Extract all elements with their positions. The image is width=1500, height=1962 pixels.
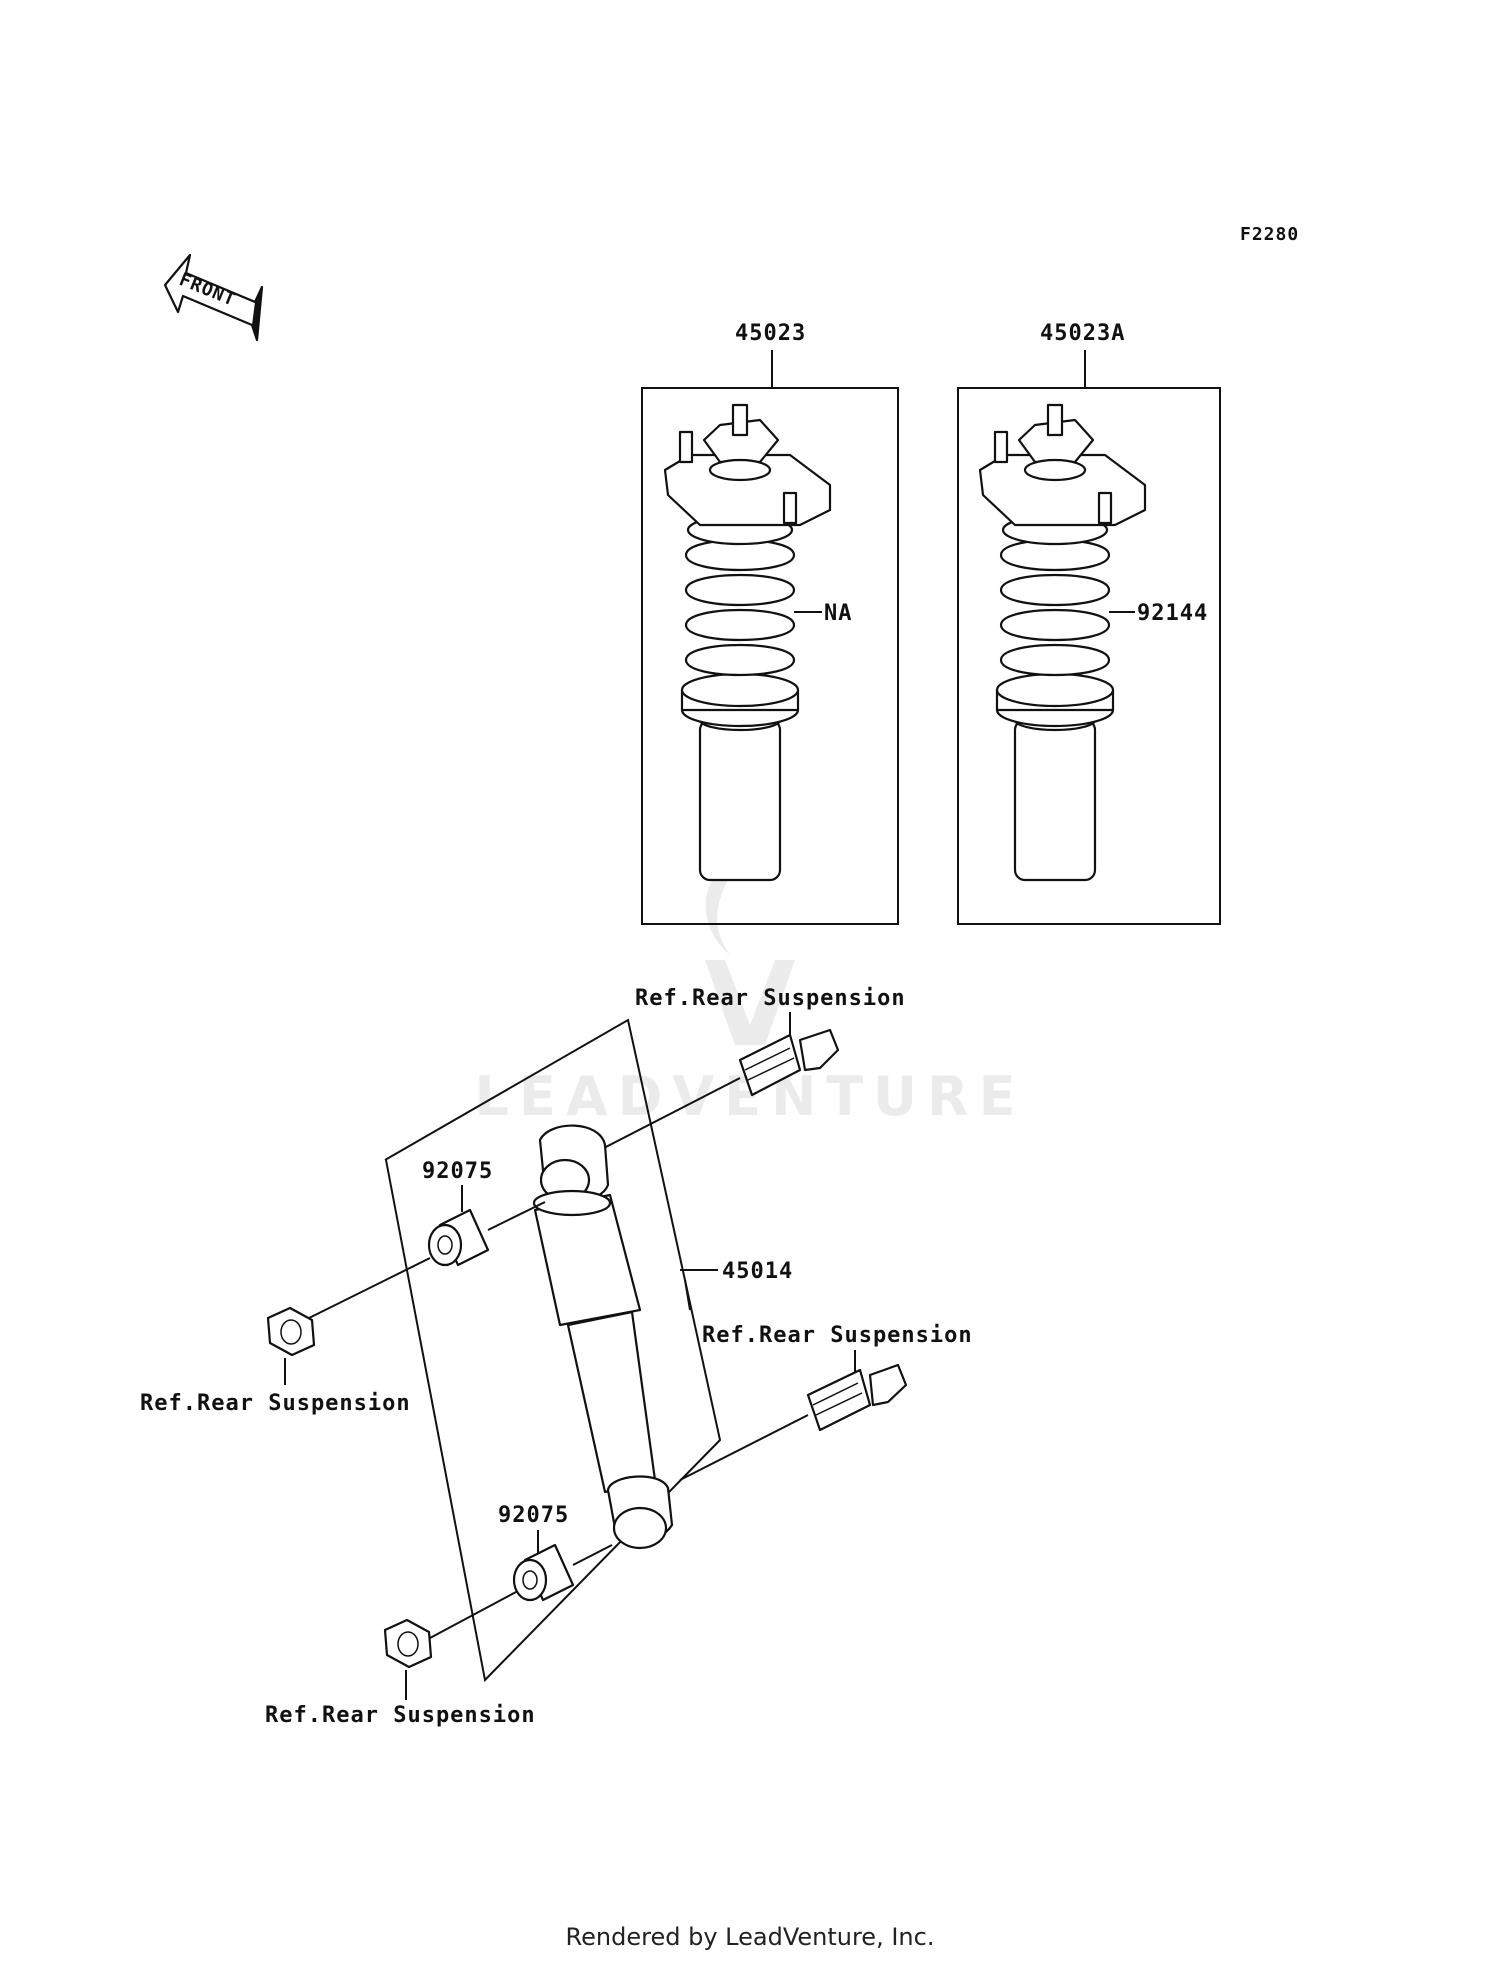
upper-bolt-icon: [738, 1028, 840, 1097]
shock-absorber-icon: [532, 1124, 674, 1550]
part-label-92075-upper[interactable]: 92075: [422, 1159, 493, 1184]
ref-lower-nut[interactable]: Ref.Rear Suspension: [265, 1703, 536, 1728]
lower-bolt-icon: [806, 1363, 908, 1432]
part-label-na[interactable]: NA: [824, 601, 853, 626]
upper-nut-icon: [266, 1306, 316, 1357]
part-label-45014[interactable]: 45014: [722, 1259, 793, 1284]
part-label-45023[interactable]: 45023: [735, 321, 806, 346]
part-label-45023a[interactable]: 45023A: [1040, 321, 1125, 346]
lower-bushing-icon: [512, 1543, 575, 1602]
ref-upper-bolt[interactable]: Ref.Rear Suspension: [635, 986, 906, 1011]
coilover-std-icon: [663, 403, 832, 882]
shock-assembly-a-box: [957, 387, 1221, 925]
shock-assembly-std-box: [641, 387, 899, 925]
upper-bushing-icon: [427, 1208, 490, 1267]
shock-absorber-group: Ref.Rear Suspension 45014 92075: [140, 986, 973, 1728]
ref-lower-bolt[interactable]: Ref.Rear Suspension: [702, 1323, 973, 1348]
shock-assembly-std-group: 45023 NA: [641, 321, 899, 925]
shock-assembly-a-group: 45023A 92144: [957, 321, 1221, 925]
figure-code: F2280: [1240, 224, 1299, 245]
coilover-a-icon: [978, 403, 1147, 882]
lower-nut-icon: [383, 1618, 433, 1669]
footer-credit: Rendered by LeadVenture, Inc.: [566, 1923, 935, 1951]
front-arrow-icon: FRONT: [163, 253, 264, 342]
ref-upper-nut[interactable]: Ref.Rear Suspension: [140, 1391, 411, 1416]
part-label-92144[interactable]: 92144: [1137, 601, 1208, 626]
part-label-92075-lower[interactable]: 92075: [498, 1503, 569, 1528]
